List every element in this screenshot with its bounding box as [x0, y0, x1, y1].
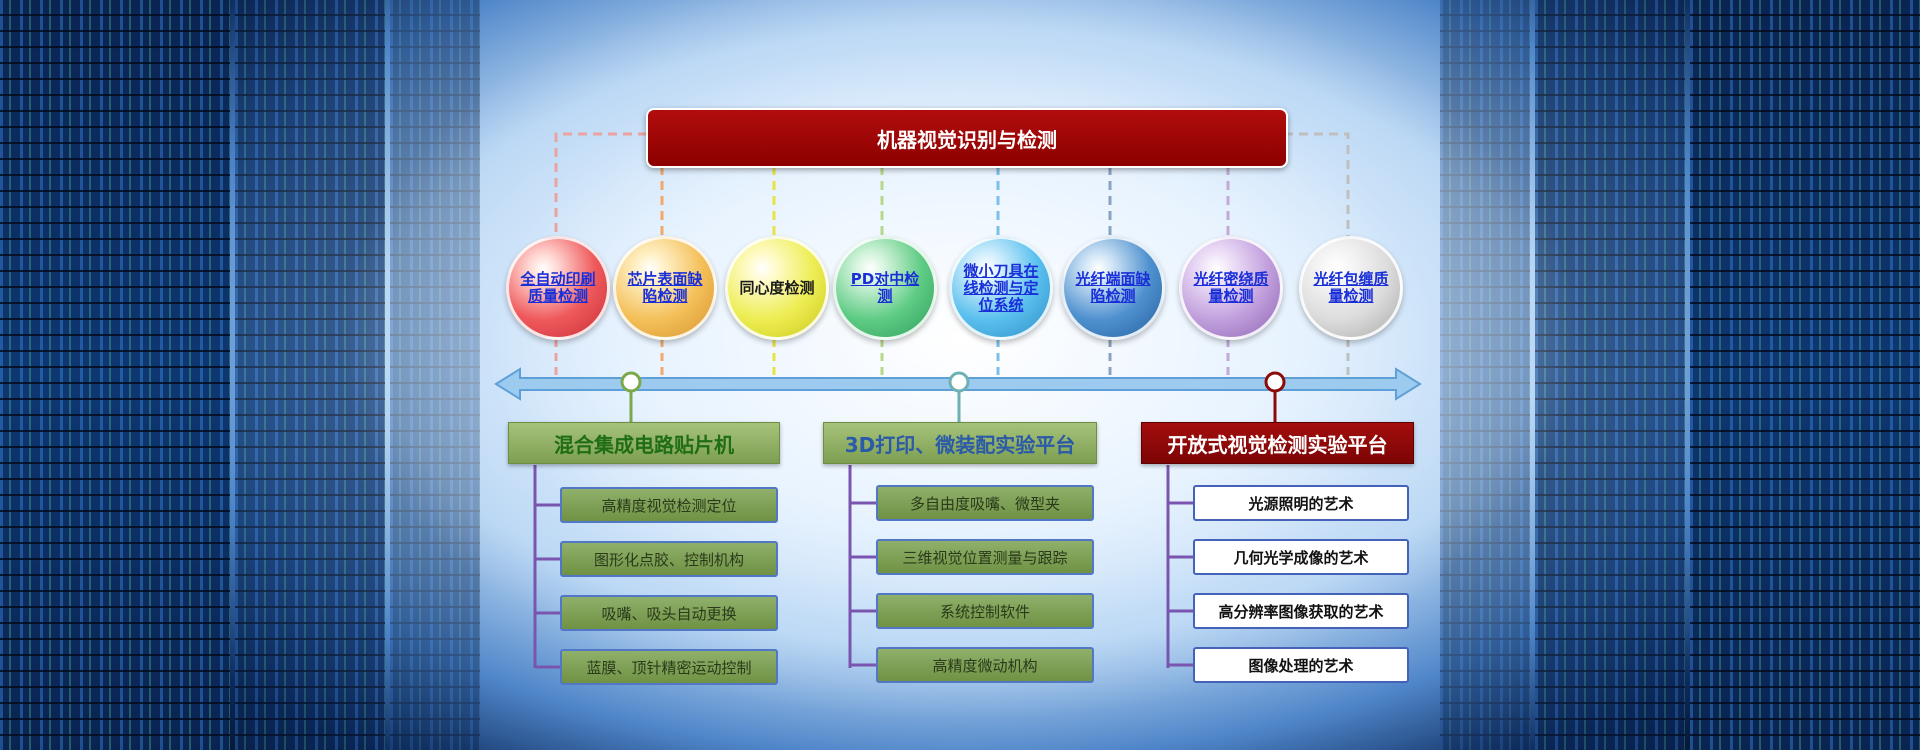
circle-fiber-winding[interactable]: 光纤密绕质量检测 — [1179, 236, 1283, 340]
group-header-smt: 混合集成电路贴片机 — [508, 422, 780, 464]
list-item: 高精度视觉检测定位 — [560, 487, 778, 523]
tree-lines-2 — [1166, 465, 1193, 668]
timeline-node-0 — [620, 371, 642, 393]
list-item: 几何光学成像的艺术 — [1193, 539, 1409, 575]
circle-concentricity[interactable]: 同心度检测 — [725, 236, 829, 340]
circle-fiber-wrapping[interactable]: 光纤包缠质量检测 — [1299, 236, 1403, 340]
group-header-vision-platform: 开放式视觉检测实验平台 — [1141, 422, 1414, 464]
tree-lines-1 — [848, 465, 876, 668]
circle-chip-surface[interactable]: 芯片表面缺陷检测 — [613, 236, 717, 340]
dashed-connector-0-top — [554, 132, 646, 247]
diagram-title: 机器视觉识别与检测 — [646, 108, 1288, 168]
list-item: 高精度微动机构 — [876, 647, 1094, 683]
list-item: 光源照明的艺术 — [1193, 485, 1409, 521]
list-item: 高分辨率图像获取的艺术 — [1193, 593, 1409, 629]
list-item: 图像处理的艺术 — [1193, 647, 1409, 683]
dashed-connector-7-top — [1284, 132, 1350, 247]
tree-lines-0 — [533, 465, 560, 669]
list-item: 图形化点胶、控制机构 — [560, 541, 778, 577]
list-item: 多自由度吸嘴、微型夹 — [876, 485, 1094, 521]
dashed-connectors — [554, 132, 1350, 376]
circle-print-quality[interactable]: 全自动印刷质量检测 — [506, 236, 610, 340]
circle-pd-alignment[interactable]: PD对中检测 — [833, 236, 937, 340]
circle-fiber-endface[interactable]: 光纤端面缺陷检测 — [1061, 236, 1165, 340]
list-item: 三维视觉位置测量与跟踪 — [876, 539, 1094, 575]
list-item: 系统控制软件 — [876, 593, 1094, 629]
timeline-node-2 — [1264, 371, 1286, 393]
group-header-3d-printing: 3D打印、微装配实验平台 — [823, 422, 1097, 464]
circle-micro-tool[interactable]: 微小刀具在线检测与定位系统 — [949, 236, 1053, 340]
list-item: 蓝膜、顶针精密运动控制 — [560, 649, 778, 685]
timeline-node-1 — [948, 371, 970, 393]
list-item: 吸嘴、吸头自动更换 — [560, 595, 778, 631]
